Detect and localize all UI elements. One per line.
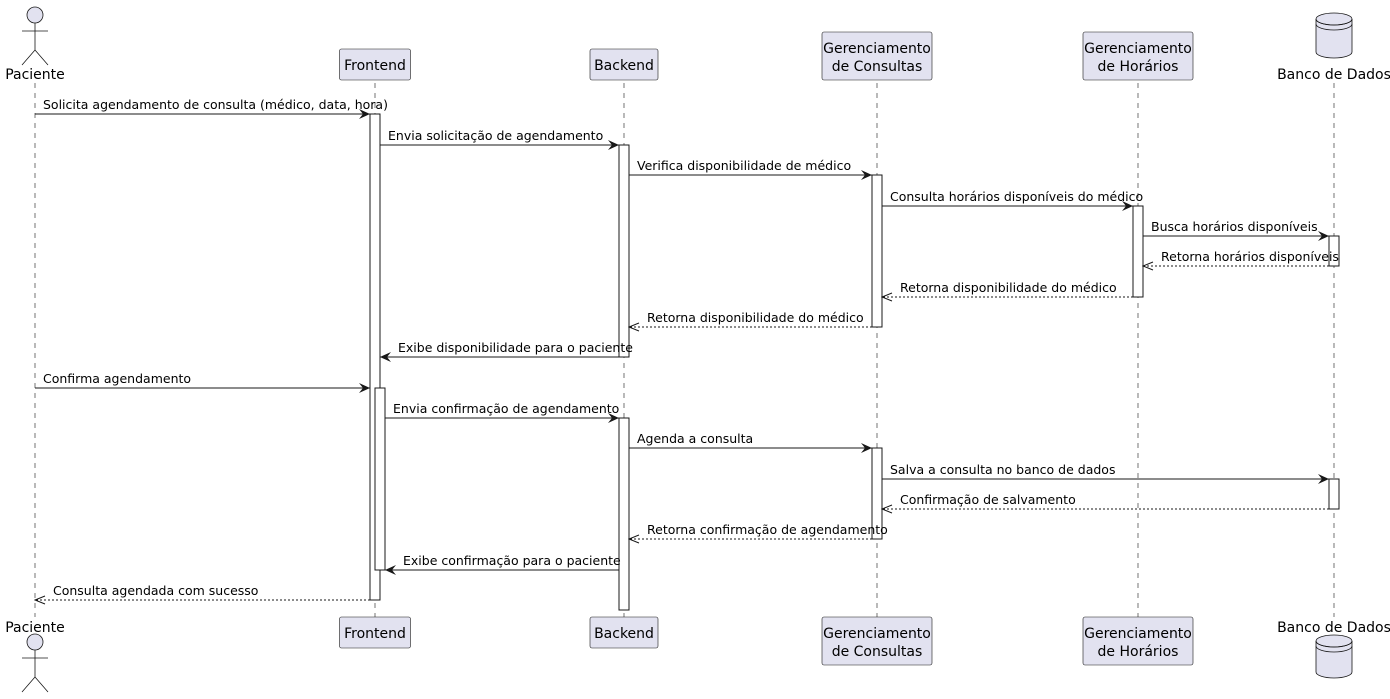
message-label: Consulta agendada com sucesso (53, 583, 258, 598)
participant-db-top: Banco de Dados (1277, 12, 1390, 83)
participant-label: Gerenciamento (823, 41, 931, 57)
message-label: Retorna confirmação de agendamento (647, 522, 888, 537)
message-12: Agenda a consulta (629, 431, 872, 453)
participant-label: de Horários (1098, 59, 1179, 75)
message-3: Verifica disponibilidade de médico (629, 158, 872, 180)
activation-bar-horarios (1132, 205, 1144, 298)
participant-label: Frontend (344, 58, 406, 74)
participant-consultas-bottom: Gerenciamento de Consultas (821, 616, 933, 666)
database-icon (1315, 12, 1353, 59)
participant-backend-bottom: Backend (589, 616, 659, 649)
participant-box (821, 616, 933, 666)
participant-label: de Consultas (832, 59, 923, 75)
participant-label: de Consultas (832, 644, 923, 660)
participant-label: Paciente (5, 620, 65, 636)
message-1: Solicita agendamento de consulta (médico… (35, 97, 388, 119)
activation-bar-consultas (871, 174, 883, 328)
message-label: Solicita agendamento de consulta (médico… (43, 97, 388, 112)
message-10: Confirma agendamento (35, 371, 370, 393)
participant-label: Paciente (5, 67, 65, 83)
participant-label: Banco de Dados (1277, 67, 1390, 83)
activation-bar-consultas (871, 447, 883, 540)
message-label: Exibe confirmação para o paciente (403, 553, 621, 568)
message-4: Consulta horários disponíveis do médico (882, 189, 1143, 211)
participant-box (589, 48, 659, 81)
activation-bar-db (1328, 478, 1340, 510)
message-7: Retorna disponibilidade do médico (882, 280, 1133, 297)
participant-db-bottom: Banco de Dados (1277, 620, 1390, 679)
message-5: Busca horários disponíveis (1143, 219, 1329, 241)
message-label: Confirmação de salvamento (900, 492, 1076, 507)
message-label: Retorna disponibilidade do médico (647, 310, 864, 325)
message-13: Salva a consulta no banco de dados (882, 462, 1329, 484)
database-icon (1315, 634, 1353, 679)
message-9: Exibe disponibilidade para o paciente (380, 340, 633, 362)
participant-paciente-top: Paciente (5, 6, 65, 83)
activation-bar-frontend (374, 387, 386, 571)
participant-frontend-top: Frontend (339, 48, 411, 81)
activation-bar-backend (618, 417, 630, 611)
message-2: Envia solicitação de agendamento (380, 128, 619, 150)
participant-label: Gerenciamento (823, 626, 931, 642)
participant-paciente-bottom: Paciente (5, 620, 65, 693)
message-16: Exibe confirmação para o paciente (385, 553, 621, 575)
actor-head-icon (26, 633, 44, 651)
participant-backend-top: Backend (589, 48, 659, 81)
message-8: Retorna disponibilidade do médico (629, 310, 872, 327)
participant-box (589, 616, 659, 649)
message-label: Envia confirmação de agendamento (393, 401, 619, 416)
message-6: Retorna horários disponíveis (1143, 249, 1339, 266)
message-17: Consulta agendada com sucesso (35, 583, 370, 600)
participant-label: de Horários (1098, 644, 1179, 660)
participant-frontend-bottom: Frontend (339, 616, 411, 649)
message-label: Consulta horários disponíveis do médico (890, 189, 1143, 204)
participant-box (339, 48, 411, 81)
message-label: Envia solicitação de agendamento (388, 128, 603, 143)
actor-head-icon (26, 6, 44, 24)
participant-horarios-top: Gerenciamento de Horários (1082, 31, 1194, 81)
participant-label: Gerenciamento (1084, 41, 1192, 57)
message-label: Verifica disponibilidade de médico (637, 158, 851, 173)
message-14: Confirmação de salvamento (882, 492, 1329, 509)
participant-label: Frontend (344, 626, 406, 642)
message-label: Salva a consulta no banco de dados (890, 462, 1115, 477)
participant-box (1082, 616, 1194, 666)
activation-bar-db (1328, 235, 1340, 267)
message-label: Retorna horários disponíveis (1161, 249, 1339, 264)
message-label: Exibe disponibilidade para o paciente (398, 340, 633, 355)
participant-consultas-top: Gerenciamento de Consultas (821, 31, 933, 81)
message-15: Retorna confirmação de agendamento (629, 522, 888, 539)
actor-body-icon (21, 23, 49, 66)
actor-body-icon (21, 650, 49, 693)
participant-box (821, 31, 933, 81)
message-label: Busca horários disponíveis (1151, 219, 1318, 234)
participant-label: Gerenciamento (1084, 626, 1192, 642)
message-label: Agenda a consulta (637, 431, 753, 446)
participant-box (339, 616, 411, 649)
participant-label: Backend (594, 58, 654, 74)
participant-label: Banco de Dados (1277, 620, 1390, 636)
activation-bar-backend (618, 144, 630, 358)
participant-box (1082, 31, 1194, 81)
participant-label: Backend (594, 626, 654, 642)
message-11: Envia confirmação de agendamento (385, 401, 619, 423)
participant-horarios-bottom: Gerenciamento de Horários (1082, 616, 1194, 666)
message-label: Confirma agendamento (43, 371, 191, 386)
message-label: Retorna disponibilidade do médico (900, 280, 1117, 295)
